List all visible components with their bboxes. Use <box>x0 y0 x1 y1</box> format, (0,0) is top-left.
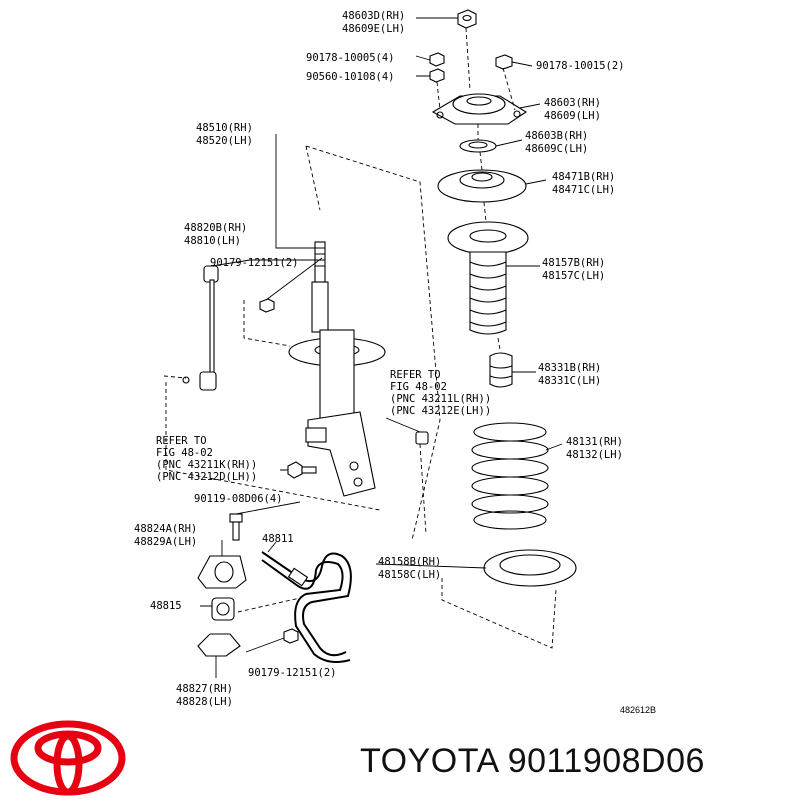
label-48158b: 48158B(RH) <box>378 556 441 568</box>
label-48815: 48815 <box>150 600 182 612</box>
label-48132: 48132(LH) <box>566 449 623 461</box>
label-pnc-43211k: (PNC 43211K(RH)) <box>156 459 257 471</box>
bracket-bolt-part <box>229 513 243 541</box>
label-48131: 48131(RH) <box>566 436 623 448</box>
label-48609: 48609(LH) <box>544 110 601 122</box>
label-48520: 48520(LH) <box>196 135 253 147</box>
bearing-part <box>459 139 497 153</box>
label-48603b: 48603B(RH) <box>525 130 588 142</box>
toyota-logo-icon <box>10 720 126 796</box>
label-48471b: 48471B(RH) <box>552 171 615 183</box>
label-90179-12151-lower: 90179-12151(2) <box>248 667 337 679</box>
label-48829a: 48829A(LH) <box>134 536 197 548</box>
mount-nuts-part <box>429 52 445 83</box>
label-90179-12151-upper: 90179-12151(2) <box>210 257 299 269</box>
exploded-suspension-diagram: 48603D(RH) 48609E(LH) 90178-10005(4) 905… <box>134 9 656 715</box>
mount-nut-right-part <box>495 54 513 70</box>
collar-part <box>415 431 429 445</box>
label-90178-10015: 90178-10015(2) <box>536 60 625 72</box>
link-nut-part <box>259 298 275 313</box>
label-48157c: 48157C(LH) <box>542 270 605 282</box>
dust-boot-part <box>447 221 529 335</box>
bushing-clamp-part <box>197 633 241 657</box>
leader-lines <box>200 17 563 678</box>
label-refer-to-left: REFER TO <box>156 435 207 447</box>
stabilizer-bar-part <box>261 551 352 663</box>
label-90178-10005: 90178-10005(4) <box>306 52 395 64</box>
stabilizer-bracket-part <box>197 555 247 589</box>
label-fig-48-02-right: FIG 48-02 <box>390 381 447 393</box>
label-48824a: 48824A(RH) <box>134 523 197 535</box>
label-48331c: 48331C(LH) <box>538 375 601 387</box>
bump-stop-part <box>489 352 513 388</box>
illustration-id: 482612B <box>620 705 656 715</box>
label-48820b: 48820B(RH) <box>184 222 247 234</box>
label-90119-08d06: 90119-08D06(4) <box>194 493 283 505</box>
label-fig-48-02-left: FIG 48-02 <box>156 447 213 459</box>
knuckle-bolt-part <box>287 461 317 479</box>
assembly-dashed-lines <box>163 27 557 649</box>
label-48331b: 48331B(RH) <box>538 362 601 374</box>
lower-insulator-part <box>483 549 577 587</box>
label-48609e: 48609E(LH) <box>342 23 405 35</box>
label-48158c: 48158C(LH) <box>378 569 441 581</box>
label-pnc-43211l: (PNC 43211L(RH)) <box>390 393 491 405</box>
label-48828: 48828(LH) <box>176 696 233 708</box>
part-labels: 48603D(RH) 48609E(LH) 90178-10005(4) 905… <box>134 10 656 715</box>
label-48603d: 48603D(RH) <box>342 10 405 22</box>
coil-spring-part <box>471 422 549 530</box>
label-48603: 48603(RH) <box>544 97 601 109</box>
label-90560-10108: 90560-10108(4) <box>306 71 395 83</box>
stabilizer-link-part <box>182 265 219 391</box>
label-pnc-43212d: (PNC 43212D(LH)) <box>156 471 257 483</box>
label-48811: 48811 <box>262 533 294 545</box>
upper-spring-seat-part <box>437 169 527 203</box>
label-pnc-43212e: (PNC 43212E(LH)) <box>390 405 491 417</box>
top-nut-part <box>457 9 477 29</box>
shock-absorber-strut-part <box>288 241 386 497</box>
label-48827: 48827(RH) <box>176 683 233 695</box>
label-48510: 48510(RH) <box>196 122 253 134</box>
label-refer-to-right: REFER TO <box>390 369 441 381</box>
label-48609c: 48609C(LH) <box>525 143 588 155</box>
label-48471c: 48471C(LH) <box>552 184 615 196</box>
bar-end-nut-part <box>283 628 299 644</box>
upper-support-part <box>431 93 528 125</box>
stabilizer-bushing-part <box>211 597 235 621</box>
label-48810: 48810(LH) <box>184 235 241 247</box>
part-number-title: TOYOTA 9011908D06 <box>360 742 705 780</box>
label-48157b: 48157B(RH) <box>542 257 605 269</box>
